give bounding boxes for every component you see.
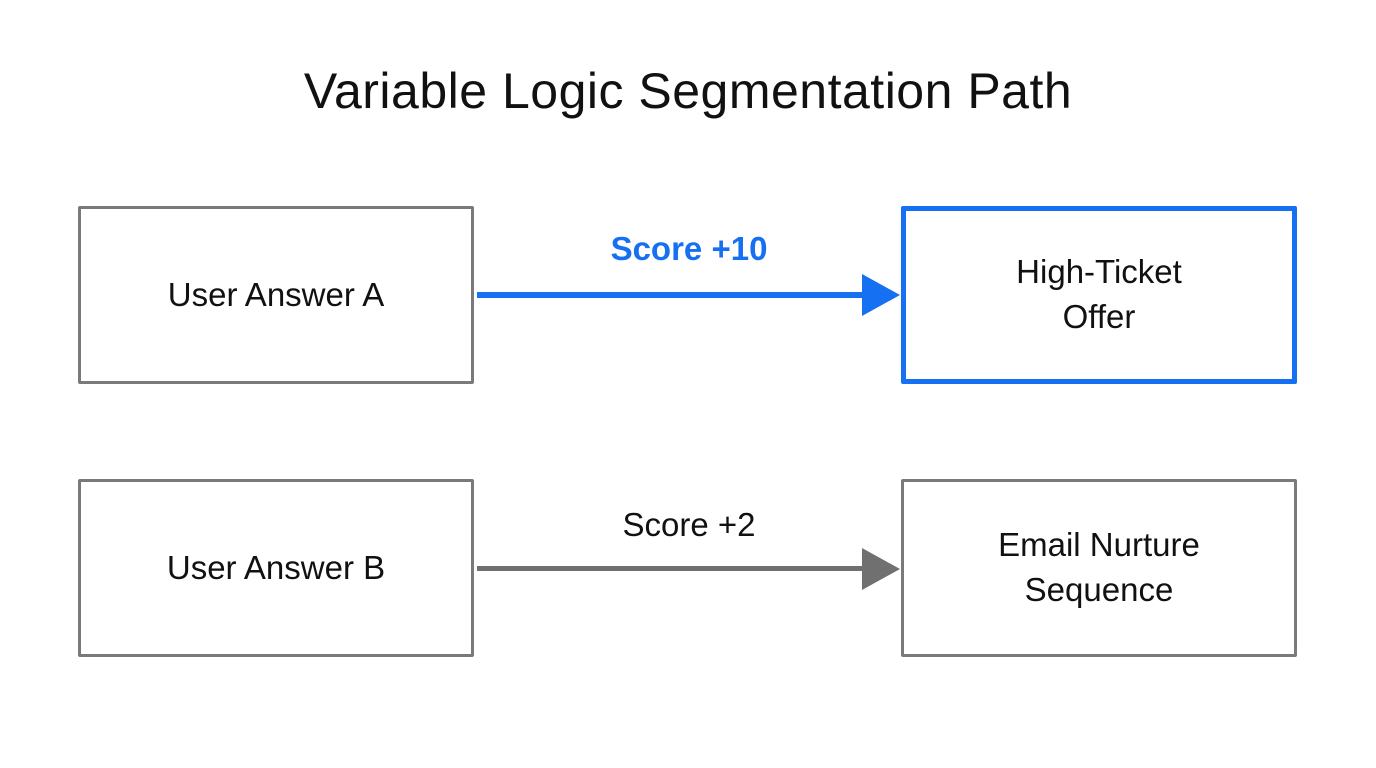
arrow-line-blue: [477, 292, 867, 298]
arrowhead-right-icon: [862, 548, 900, 590]
node-email-nurture-sequence-label: Email Nurture Sequence: [998, 526, 1200, 608]
node-high-ticket-offer: High-Ticket Offer: [901, 206, 1297, 384]
arrow-line-gray: [477, 566, 867, 571]
arrowhead-right-icon: [862, 274, 900, 316]
node-email-nurture-sequence: Email Nurture Sequence: [901, 479, 1297, 657]
node-user-answer-a-label: User Answer A: [167, 275, 385, 313]
edge-label-score-plus-2: Score +2: [622, 506, 756, 543]
node-user-answer-a: User Answer A: [78, 206, 474, 384]
node-user-answer-b: User Answer B: [78, 479, 474, 657]
diagram-title: Variable Logic Segmentation Path: [303, 63, 1073, 119]
edge-label-score-plus-10: Score +10: [610, 230, 768, 267]
node-high-ticket-offer-label: High-Ticket Offer: [1016, 253, 1182, 335]
node-user-answer-b-label: User Answer B: [166, 548, 386, 586]
